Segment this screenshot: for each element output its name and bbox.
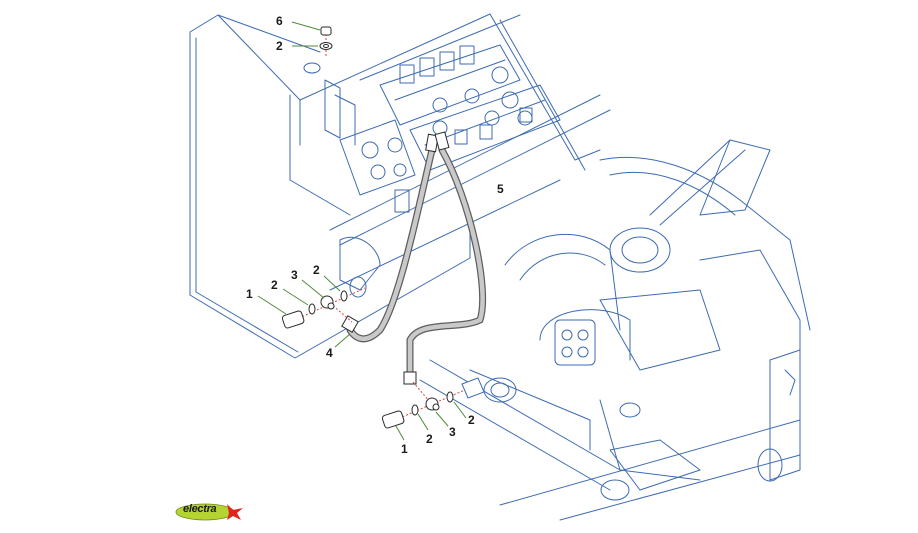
housing-panel (189, 13, 611, 359)
spool-valve (303, 62, 416, 213)
pivot-assembly (499, 139, 811, 521)
bottom-fittings (381, 377, 485, 441)
callout-2-left-a: 2 (271, 278, 278, 292)
callout-3-bottom: 3 (449, 425, 456, 439)
logo-shape (175, 503, 243, 521)
callout-5: 5 (497, 182, 504, 196)
callout-1-left: 1 (246, 287, 253, 301)
hose-assembly-5 (341, 131, 487, 385)
callout-4: 4 (326, 346, 333, 360)
lift-cylinder (339, 236, 621, 491)
callout-2-bottom-a: 2 (426, 432, 433, 446)
callout-2-top: 2 (276, 39, 283, 53)
logo-text: electra (183, 503, 217, 515)
valve-block (379, 44, 561, 171)
callout-2-bottom-b: 2 (468, 413, 475, 427)
left-fittings (257, 275, 366, 348)
callout-1-bottom: 1 (401, 442, 408, 456)
electra-logo: electra (175, 500, 245, 522)
callout-2-left-b: 2 (313, 263, 320, 277)
callout-3-left: 3 (291, 268, 298, 282)
top-fittings (291, 21, 333, 58)
callout-6-top: 6 (276, 14, 283, 28)
